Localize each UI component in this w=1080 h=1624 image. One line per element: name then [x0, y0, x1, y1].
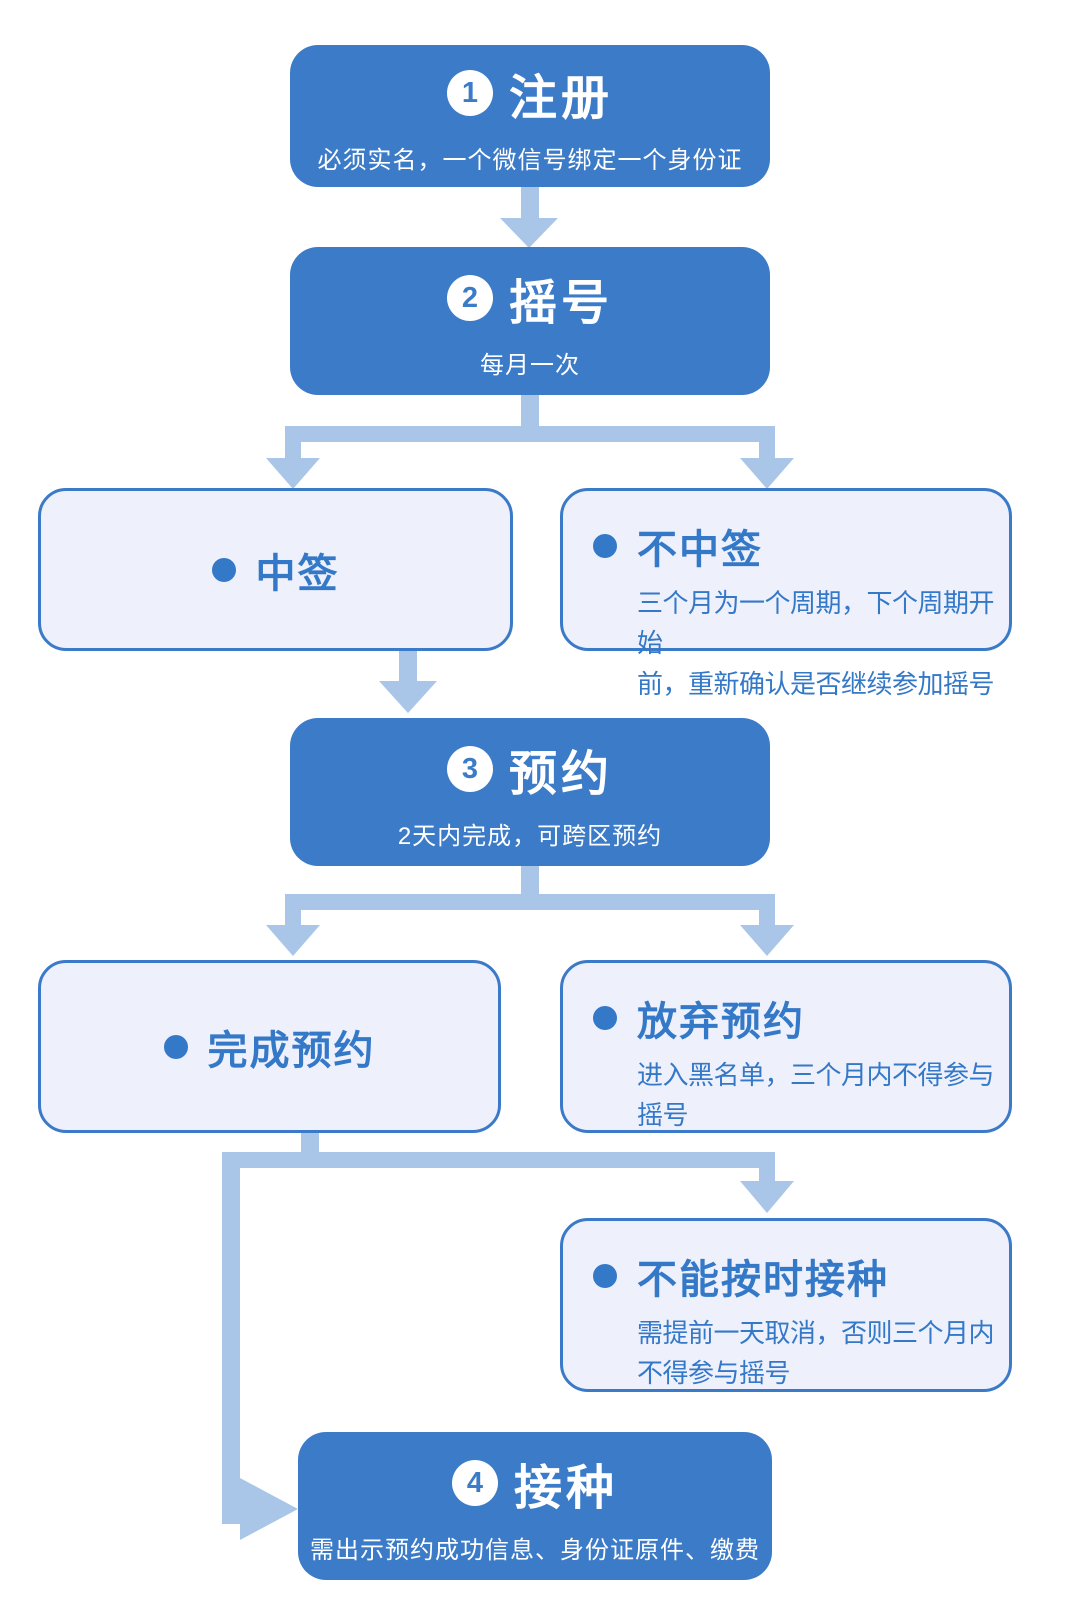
- outcome-win-header: 中签: [211, 541, 340, 599]
- outcome-box-complete-booking: 完成预约: [38, 960, 501, 1133]
- step-box-vaccinate: 4 接种 需出示预约成功信息、身份证原件、缴费: [298, 1432, 772, 1580]
- outcome-abandon-booking-header: 放弃预约: [593, 989, 1001, 1047]
- outcome-not-win-title: 不中签: [637, 528, 763, 572]
- outcome-box-not-win: 不中签 三个月为一个周期，下个周期开始 前，重新确认是否继续参加摇号: [560, 488, 1012, 699]
- step-vaccinate-header: 4 接种: [451, 1448, 618, 1518]
- outcome-box-abandon-booking: 放弃预约 进入黑名单，三个月内不得参与 摇号: [560, 960, 1012, 1133]
- arrow-down-win-to-step3: [379, 651, 437, 713]
- outcome-cannot-vaccinate-header: 不能按时接种: [593, 1247, 1001, 1305]
- arrow-down-step1-to-step2: [500, 186, 558, 248]
- step-register-subtitle: 必须实名，一个微信号绑定一个身份证: [317, 146, 743, 174]
- step-register-title: 注册: [508, 71, 613, 125]
- outcome-abandon-booking-description: 进入黑名单，三个月内不得参与 摇号: [637, 1060, 995, 1131]
- step-1-number-badge: 1: [446, 69, 493, 116]
- step-booking-header: 3 预约: [446, 734, 613, 804]
- step-2-number-badge: 2: [446, 274, 493, 321]
- bullet-icon: [163, 1034, 188, 1059]
- step-booking-subtitle: 2天内完成，可跨区预约: [397, 822, 663, 850]
- outcome-not-win-header: 不中签: [593, 517, 1001, 575]
- bullet-icon: [593, 1264, 617, 1288]
- step-box-register: 1 注册 必须实名，一个微信号绑定一个身份证: [290, 45, 770, 187]
- outcome-cannot-vaccinate-title: 不能按时接种: [637, 1258, 889, 1302]
- step-lottery-subtitle: 每月一次: [480, 351, 580, 379]
- split-connector-complete-booking: [222, 1132, 794, 1540]
- step-register-header: 1 注册: [446, 58, 613, 128]
- step-4-number-badge: 4: [451, 1459, 498, 1506]
- outcome-box-win: 中签: [38, 488, 513, 651]
- bullet-icon: [211, 557, 236, 582]
- split-connector-step2: [266, 394, 794, 489]
- outcome-win-title: 中签: [255, 551, 340, 596]
- step-vaccinate-title: 接种: [513, 1461, 618, 1515]
- outcome-cannot-vaccinate-description: 需提前一天取消，否则三个月内 不得参与摇号: [637, 1318, 995, 1389]
- step-box-booking: 3 预约 2天内完成，可跨区预约: [290, 718, 770, 866]
- bullet-icon: [593, 534, 617, 558]
- outcome-complete-booking-title: 完成预约: [207, 1028, 376, 1073]
- step-lottery-header: 2 摇号: [446, 263, 613, 333]
- step-lottery-title: 摇号: [508, 276, 613, 330]
- step-3-number-badge: 3: [446, 745, 493, 792]
- split-connector-step3: [266, 866, 794, 956]
- outcome-complete-booking-header: 完成预约: [163, 1018, 376, 1076]
- step-vaccinate-subtitle: 需出示预约成功信息、身份证原件、缴费: [310, 1536, 760, 1564]
- step-booking-title: 预约: [508, 747, 613, 801]
- outcome-box-cannot-vaccinate-on-time: 不能按时接种 需提前一天取消，否则三个月内 不得参与摇号: [560, 1218, 1012, 1392]
- outcome-abandon-booking-title: 放弃预约: [637, 1000, 805, 1044]
- step-box-lottery: 2 摇号 每月一次: [290, 247, 770, 395]
- outcome-not-win-description: 三个月为一个周期，下个周期开始 前，重新确认是否继续参加摇号: [637, 588, 995, 699]
- bullet-icon: [593, 1006, 617, 1030]
